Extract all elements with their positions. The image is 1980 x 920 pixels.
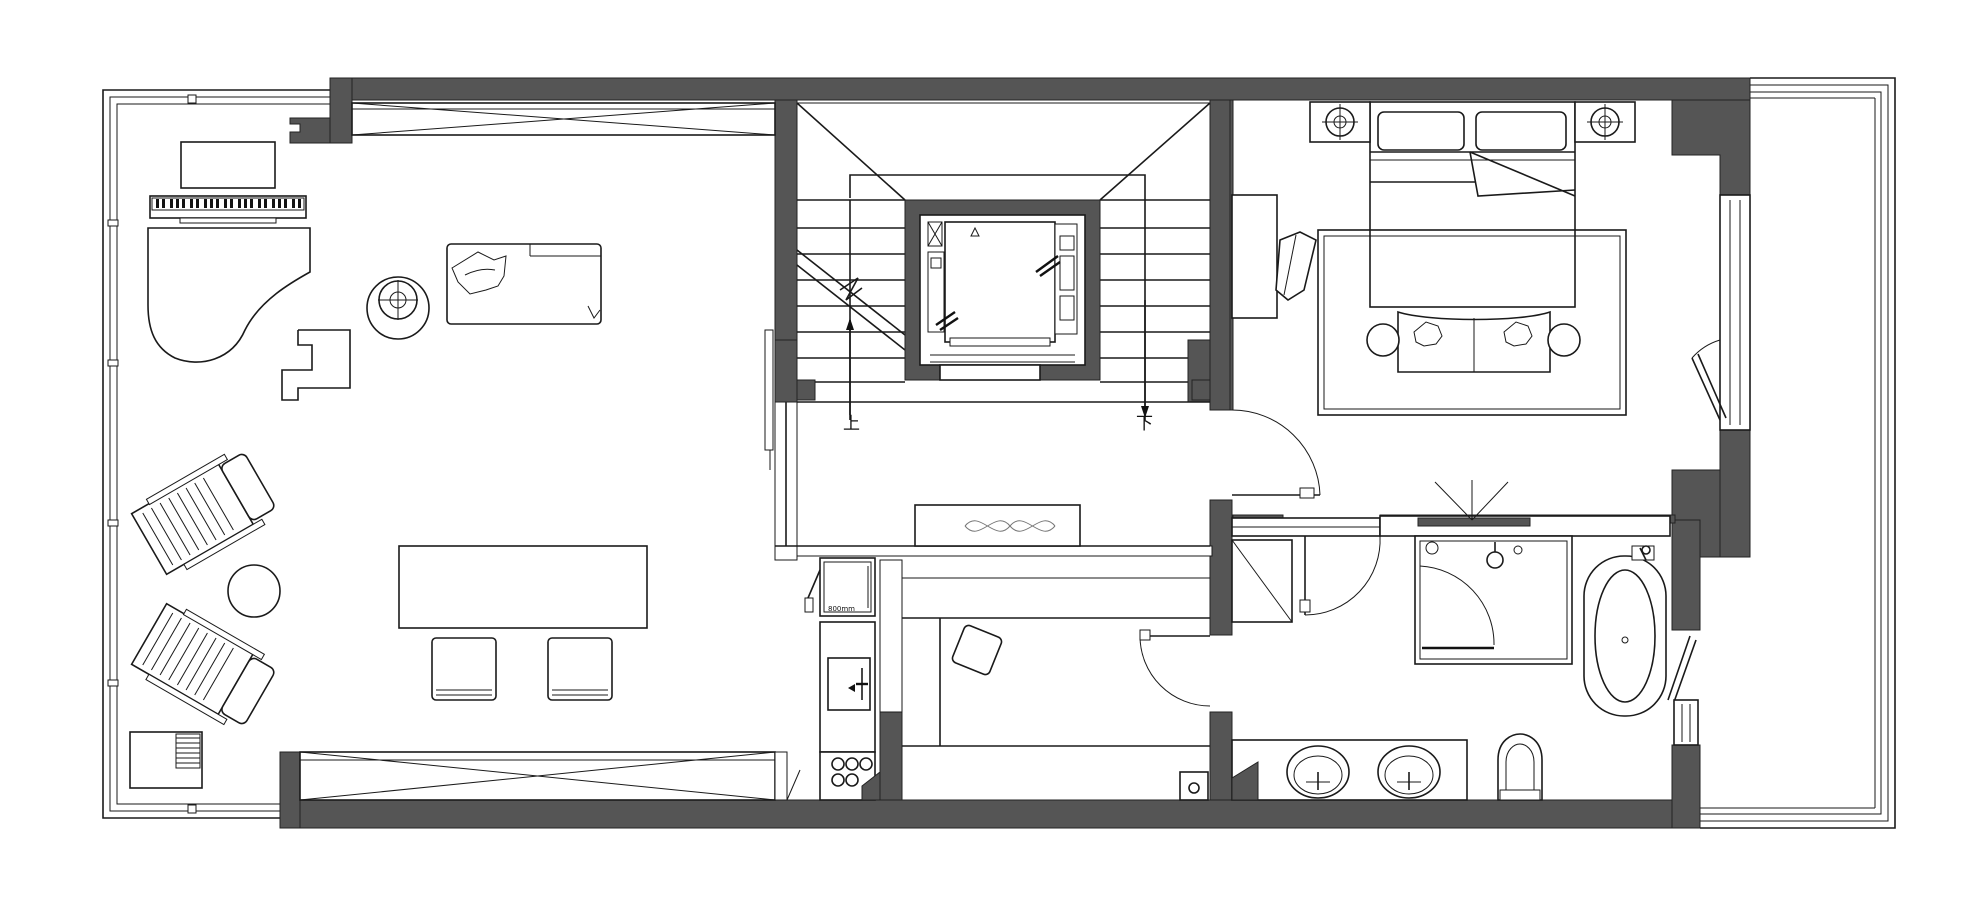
lounge-chair-lower <box>130 602 275 726</box>
piano-keys <box>156 199 301 208</box>
daybed-sofa <box>446 243 602 325</box>
stair-up-arrow <box>846 318 854 415</box>
staircase: 上 下 <box>774 102 1211 434</box>
elevator-shaft <box>904 199 1101 381</box>
bedroom-window <box>1719 194 1751 431</box>
bath-door-swing[interactable] <box>1299 535 1381 616</box>
stair-down-arrow <box>1141 300 1149 418</box>
exterior-walls <box>279 77 1751 829</box>
piano <box>147 195 311 363</box>
fridge-door-swing <box>804 569 821 613</box>
bedroom-balcony-door[interactable] <box>1691 339 1727 421</box>
bathroom-window <box>1667 635 1699 746</box>
elevator-mechanism-left <box>927 251 959 333</box>
landing-sliding-door[interactable] <box>764 329 774 470</box>
interior-walls <box>774 99 1676 801</box>
stair-treads-right <box>1100 199 1210 383</box>
master-bedroom <box>1231 101 1751 499</box>
shower-enclosure <box>1414 535 1573 665</box>
dining-table <box>398 545 648 629</box>
desk <box>1231 194 1317 319</box>
nightstand-left <box>1309 101 1371 143</box>
side-table-round <box>227 564 281 618</box>
top-window <box>351 102 776 136</box>
study-room <box>902 577 1211 801</box>
corner-plant-box <box>129 731 203 789</box>
study-floor-drain <box>1179 771 1209 801</box>
living-room <box>129 102 801 801</box>
area-rug <box>1317 229 1627 416</box>
bathroom <box>1231 480 1699 801</box>
dining-chair-left <box>431 637 497 701</box>
bathroom-sliding-door[interactable] <box>1231 517 1381 537</box>
stair-newel-posts <box>774 339 1211 403</box>
storage-cabinet <box>1231 539 1293 623</box>
stair-up-label: 上 <box>843 414 860 434</box>
study-door[interactable] <box>1139 629 1211 707</box>
piano-bench <box>281 329 351 401</box>
stair-down-label: 下 <box>1136 414 1153 434</box>
study-stool <box>951 624 1003 676</box>
vanity-mirror-lights <box>1379 480 1671 537</box>
stair-cutline <box>796 249 906 351</box>
elevator-mechanism-right <box>1035 223 1078 335</box>
double-vanity <box>1231 739 1468 801</box>
appliance-width-label: 800mm <box>828 605 855 613</box>
floor-lamp <box>366 276 430 340</box>
dining-chair-right <box>547 637 613 701</box>
left-balcony <box>102 89 330 819</box>
bedroom-door[interactable] <box>1231 409 1321 499</box>
right-balcony <box>1700 77 1896 829</box>
nightstand-right <box>1574 101 1636 143</box>
landing <box>764 329 1210 547</box>
kitchenette: 800mm <box>804 557 881 801</box>
tv-screen <box>180 141 276 189</box>
lounge-chair-upper <box>130 453 275 576</box>
bottom-window <box>299 751 776 801</box>
toilet <box>1497 733 1543 801</box>
bench-sofa <box>1366 310 1581 373</box>
bathtub <box>1583 545 1667 717</box>
bed <box>1369 101 1576 308</box>
